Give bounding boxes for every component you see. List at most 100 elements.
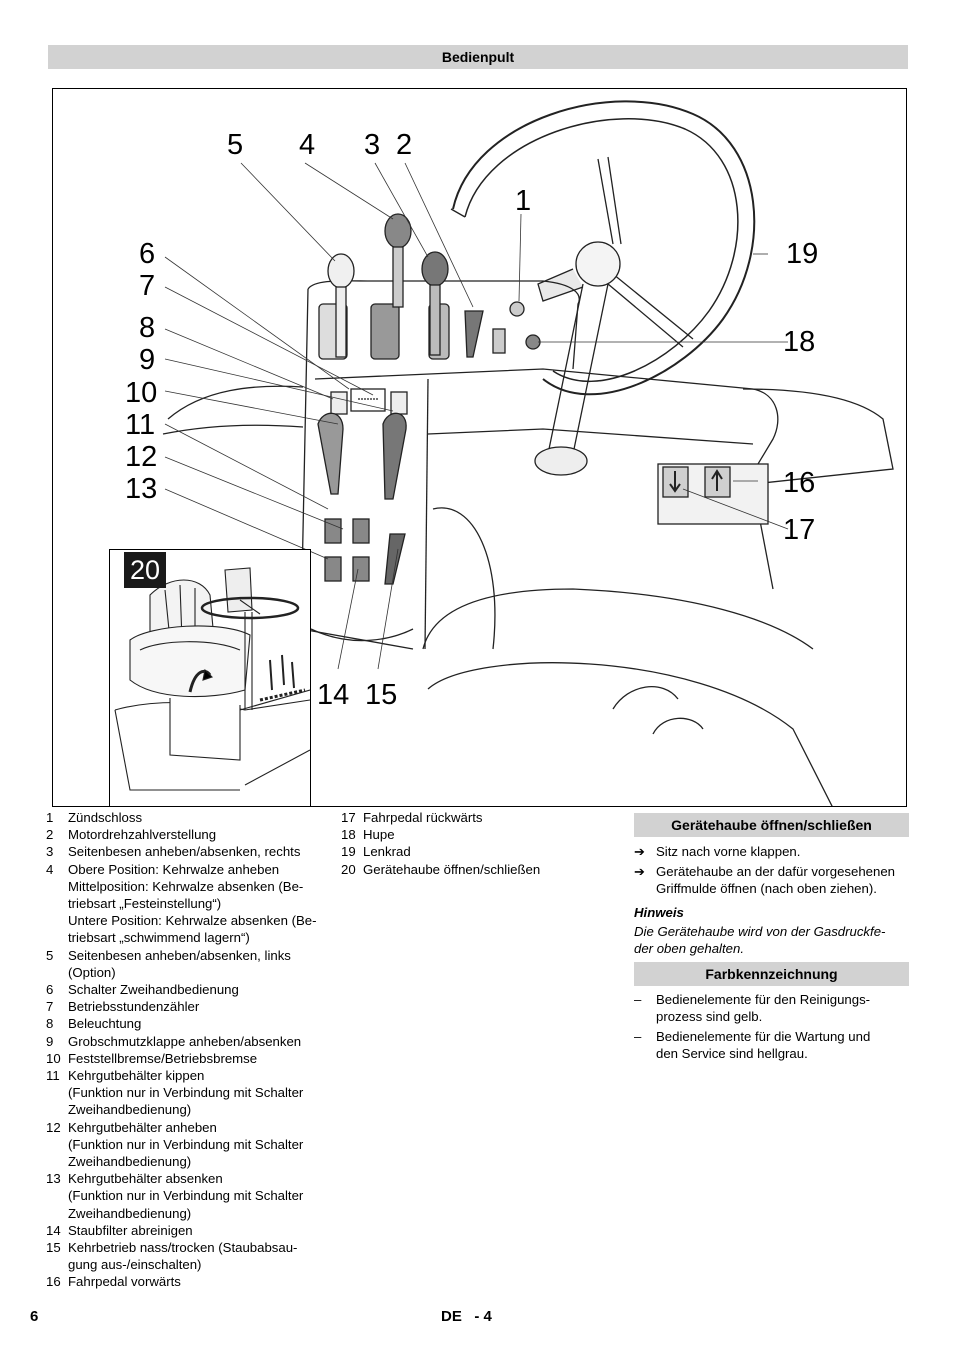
callout-17: 17 bbox=[783, 514, 816, 546]
legend-item-text: Kehrgutbehälter kippen(Funktion nur in V… bbox=[68, 1067, 331, 1119]
control-panel-illustration: 5 4 3 2 1 6 7 8 9 10 11 12 13 19 18 16 1… bbox=[52, 88, 907, 807]
legend-item-text: Fahrpedal rückwärts bbox=[363, 809, 611, 826]
legend-item-line: Zweihandbedienung) bbox=[68, 1154, 192, 1170]
legend-item: 20 Gerätehaube öffnen/schließen bbox=[341, 861, 611, 878]
legend-item-number: 11 bbox=[46, 1068, 60, 1084]
legend-item-number: 8 bbox=[46, 1016, 54, 1032]
callout-19: 19 bbox=[786, 238, 819, 270]
color-coding-text: Bedienelemente für den Reinigungs-prozes… bbox=[656, 991, 909, 1025]
legend-item-line: Untere Position: Kehrwalze absenken (Be- bbox=[68, 913, 317, 929]
color-coding-item: –Bedienelemente für den Reinigungs-proze… bbox=[634, 991, 909, 1025]
note-title: Hinweis bbox=[634, 904, 684, 920]
section-title-hood: Gerätehaube öffnen/schließen bbox=[634, 813, 909, 837]
page-number: 6 bbox=[30, 1308, 39, 1325]
control-panel-drawing bbox=[162, 100, 894, 806]
callout-9: 9 bbox=[139, 344, 156, 376]
legend-item-number: 12 bbox=[46, 1119, 61, 1135]
callout-14: 14 bbox=[317, 679, 350, 711]
inset-drawing bbox=[114, 567, 310, 791]
legend-item: 11 Kehrgutbehälter kippen(Funktion nur in… bbox=[46, 1067, 331, 1119]
callout-16: 16 bbox=[783, 467, 816, 499]
hood-step-line: Sitz nach vorne klappen. bbox=[656, 844, 801, 859]
legend-item-number: 14 bbox=[46, 1222, 61, 1238]
legend-item: 19 Lenkrad bbox=[341, 843, 611, 860]
legend-item-line: Motordrehzahlverstellung bbox=[68, 827, 217, 843]
legend-item-text: Kehrbetrieb nass/trocken (Staubabsau-gun… bbox=[68, 1239, 331, 1273]
legend-item-number: 9 bbox=[46, 1033, 54, 1049]
legend-item-number: 19 bbox=[341, 844, 356, 860]
legend-item-line: Lenkrad bbox=[363, 844, 411, 860]
section-title-bedienpult: Bedienpult bbox=[48, 45, 908, 69]
arrow-right-icon: ➔ bbox=[634, 844, 646, 859]
color-coding-line: Bedienelemente für die Wartung und bbox=[656, 1028, 871, 1044]
legend-item-line: Grobschmutzklappe anheben/absenken bbox=[68, 1033, 302, 1049]
color-coding-line: Bedienelemente für den Reinigungs- bbox=[656, 992, 871, 1008]
page-language-code: DE - 4 bbox=[441, 1308, 492, 1325]
legend-item-line: triebsart „Festeinstellung“) bbox=[68, 896, 222, 912]
callout-10: 10 bbox=[125, 377, 158, 409]
legend-item-number: 18 bbox=[341, 827, 356, 843]
legend-item: 5 Seitenbesen anheben/absenken, links(Opt… bbox=[46, 947, 331, 981]
callout-15: 15 bbox=[365, 679, 398, 711]
legend-item-text: Seitenbesen anheben/absenken, links(Opti… bbox=[68, 947, 331, 981]
hood-step-text: Sitz nach vorne klappen. bbox=[656, 843, 909, 860]
legend-item-text: Kehrgutbehälter anheben(Funktion nur in … bbox=[68, 1119, 331, 1171]
legend-item-text: Grobschmutzklappe anheben/absenken bbox=[68, 1033, 331, 1050]
legend-item: 14 Staubfilter abreinigen bbox=[46, 1222, 331, 1239]
dash-bullet: – bbox=[634, 992, 642, 1008]
hood-step-line: Griffmulde öffnen (nach oben ziehen). bbox=[656, 881, 877, 897]
legend-item-line: Schalter Zweihandbedienung bbox=[68, 982, 239, 998]
legend-item-number: 5 bbox=[46, 947, 54, 963]
callout-1: 1 bbox=[515, 185, 532, 217]
legend-item-line: Obere Position: Kehrwalze anheben bbox=[68, 861, 280, 877]
legend-item-line: (Funktion nur in Verbindung mit Schalter bbox=[68, 1085, 304, 1101]
dash-bullet: – bbox=[634, 1028, 642, 1044]
legend-item-text: Hupe bbox=[363, 826, 611, 843]
color-coding-list: –Bedienelemente für den Reinigungs-proze… bbox=[634, 991, 909, 1062]
callout-3: 3 bbox=[364, 129, 381, 161]
callout-4: 4 bbox=[299, 129, 316, 161]
legend-item-line: Zweihandbedienung) bbox=[68, 1205, 192, 1221]
legend-item-number: 20 bbox=[341, 861, 356, 877]
legend-item-line: Seitenbesen anheben/absenken, rechts bbox=[68, 844, 301, 860]
callout-7: 7 bbox=[139, 270, 156, 302]
right-column: Gerätehaube öffnen/schließen ➔ Sitz nach … bbox=[634, 813, 909, 1062]
legend-item-line: Kehrgutbehälter absenken bbox=[68, 1171, 223, 1187]
legend-item-text: Gerätehaube öffnen/schließen bbox=[363, 861, 611, 878]
legend-item-line: Gerätehaube öffnen/schließen bbox=[363, 861, 541, 877]
legend-item-text: Feststellbremse/Betriebsbremse bbox=[68, 1050, 331, 1067]
legend-item-text: Staubfilter abreinigen bbox=[68, 1222, 331, 1239]
legend-item-line: Kehrgutbehälter anheben bbox=[68, 1119, 217, 1135]
arrow-right-icon: ➔ bbox=[634, 864, 646, 880]
legend-item-number: 4 bbox=[46, 861, 54, 877]
legend-item-line: Seitenbesen anheben/absenken, links bbox=[68, 947, 291, 963]
callout-12: 12 bbox=[125, 441, 158, 473]
color-coding-line: prozess sind gelb. bbox=[656, 1009, 763, 1025]
legend-item-line: Betriebsstundenzähler bbox=[68, 999, 200, 1015]
callout-18: 18 bbox=[783, 326, 816, 358]
legend-item-number: 1 bbox=[46, 810, 54, 825]
callout-11: 11 bbox=[125, 409, 156, 441]
legend-item-line: Zweihandbedienung) bbox=[68, 1102, 192, 1118]
legend-item-text: Beleuchtung bbox=[68, 1015, 331, 1032]
legend-item-line: (Funktion nur in Verbindung mit Schalter bbox=[68, 1136, 304, 1152]
callout-13: 13 bbox=[125, 473, 158, 505]
legend-item-text: Betriebsstundenzähler bbox=[68, 998, 331, 1015]
legend-item-text: Seitenbesen anheben/absenken, rechts bbox=[68, 843, 331, 860]
legend-item: 8 Beleuchtung bbox=[46, 1015, 331, 1032]
